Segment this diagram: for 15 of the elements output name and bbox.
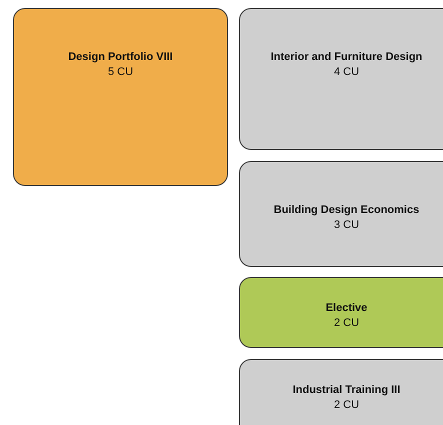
credit-units: 5 CU [108, 65, 134, 80]
course-box [239, 277, 443, 348]
course-box [239, 359, 443, 425]
course-box [239, 161, 443, 267]
credit-units: 4 CU [334, 65, 360, 80]
course-title: Elective [326, 301, 368, 316]
course-box [239, 8, 443, 150]
course-title: Building Design Economics [274, 203, 420, 218]
course-title: Design Portfolio VIII [68, 50, 173, 65]
course-title: Interior and Furniture Design [270, 50, 422, 65]
course-box [13, 8, 228, 186]
credit-units: 2 CU [334, 316, 360, 331]
course-title: Industrial Training III [292, 383, 400, 398]
credit-units: 3 CU [334, 218, 360, 233]
credit-units: 2 CU [334, 398, 360, 413]
